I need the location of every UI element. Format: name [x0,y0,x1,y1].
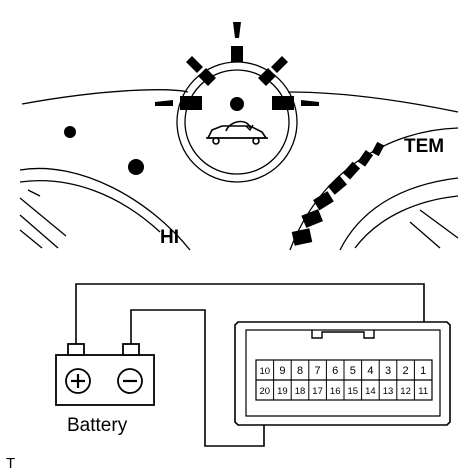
connector-latch [311,330,375,339]
indicator-dot-left-1 [64,126,76,138]
pin-label: 10 [260,366,271,377]
ray-top-right-block [258,68,276,86]
left-dial-rim [19,229,43,249]
dlc-connector [234,321,451,426]
left-dial-markers [64,126,144,175]
pin-label: 18 [295,386,306,397]
ray-top-right [271,56,288,73]
right-dial-rim [354,195,459,249]
ray-right-block [272,96,294,110]
hi-label: HI [160,227,179,248]
negative-symbol-icon [117,368,143,394]
left-dial-rim-3 [19,197,67,237]
ray-top-left [186,56,203,73]
pin-label: 3 [385,365,391,377]
pin-label: 12 [400,386,411,397]
indicator-dot-left-2 [128,159,144,175]
positive-symbol-icon [65,368,91,394]
pin-label: 7 [315,365,321,377]
right-dial-tick-2 [409,221,441,249]
ray-left [155,100,173,106]
pin-label: 14 [365,386,376,397]
pin-label: 4 [367,365,373,377]
pin-label: 8 [297,365,303,377]
corner-mark: T [6,455,15,472]
ray-top-left-block [198,68,216,86]
instrument-cluster [19,61,459,251]
pin-label: 16 [330,386,341,397]
cluster-outline [21,89,189,105]
ray-left-block [180,96,202,110]
recirculation-indicator [155,22,319,145]
cluster-outline-right [287,91,459,113]
pin-label: 9 [279,365,285,377]
pin-label: 20 [260,386,271,397]
connector-outer-shell [234,321,451,426]
left-dial-inner [19,180,161,233]
connector-inner-shell [245,329,441,417]
ray-top-block [231,46,243,62]
ray-right [301,100,319,106]
right-dial-tick-1 [419,209,459,239]
wire-negative [130,309,265,447]
battery [55,343,155,406]
battery-terminal-negative [122,343,140,356]
battery-body [55,354,155,406]
left-dial-outer [19,167,191,251]
temperature-gauge-bars [291,141,385,246]
battery-terminal-positive [67,343,85,356]
pin-label: 19 [277,386,288,397]
flashing-rays [155,22,319,110]
pin-label: 13 [383,386,394,397]
battery-label: Battery [67,415,128,436]
indicator-center-dot [230,97,244,111]
pin-label: 5 [350,365,356,377]
pin-label: 6 [332,365,338,377]
pin-label: 11 [418,386,428,397]
pin-label: 1 [420,365,426,377]
ray-top [233,22,241,38]
left-dial-rim-4 [27,189,41,197]
indicator-ring-inner [184,69,290,175]
pin-label: 2 [403,365,409,377]
right-dial-inner [339,177,459,251]
left-dial-rim-2 [19,214,59,249]
car-recirculation-icon [206,120,268,145]
pin-label: 17 [312,386,323,397]
tem-label: TEM [404,136,444,157]
pin-label: 15 [348,386,359,397]
